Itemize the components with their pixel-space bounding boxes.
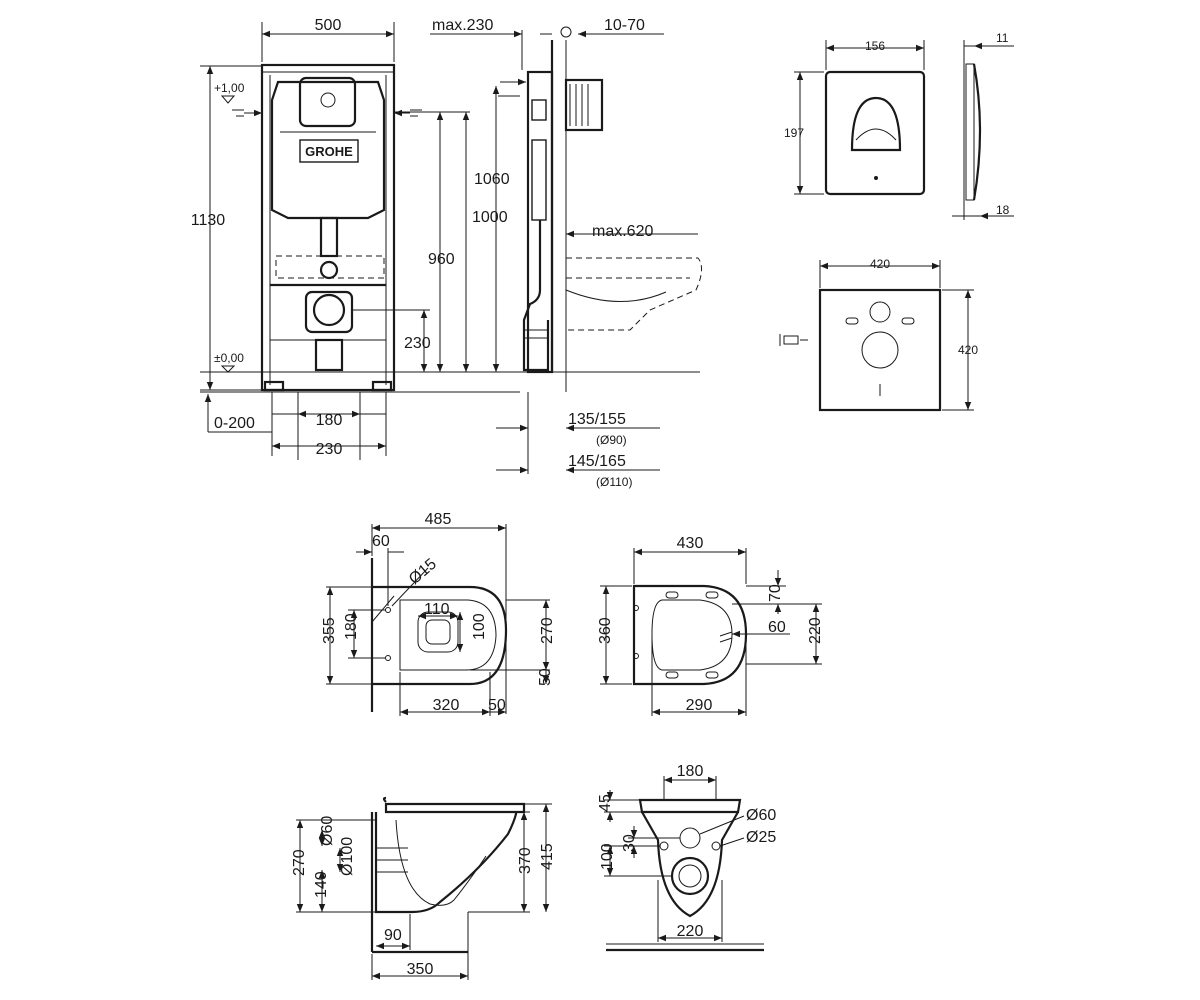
dim-seat-70: 70 — [767, 584, 784, 602]
mount-plate-view: 420 420 — [779, 257, 978, 412]
dim-seat-length: 430 — [677, 535, 704, 552]
dim-back-45: 45 — [597, 794, 614, 812]
dim-back-30: 30 — [621, 834, 638, 852]
dim-mount-height: 420 — [958, 343, 978, 357]
dim-bowl-length: 485 — [425, 511, 452, 528]
seat-outline — [632, 584, 748, 686]
dim-230-height: 230 — [404, 335, 431, 352]
pipe-110: (Ø110) — [596, 475, 632, 489]
dim-1060: 1060 — [474, 171, 510, 188]
seat-side — [384, 802, 526, 814]
frame-outline — [260, 63, 396, 392]
dim-bowl-270: 270 — [539, 617, 556, 644]
dim-seat-290: 290 — [686, 697, 713, 714]
dim-plate-depth-bottom: 18 — [996, 203, 1010, 217]
flush-plate — [824, 70, 926, 196]
dim-mount-width: 420 — [870, 257, 890, 271]
dim-side-90: 90 — [384, 927, 402, 944]
dim-total-height: 1130 — [191, 212, 226, 229]
level-top: +1,00 — [214, 81, 245, 95]
dim-range-10-70: 10-70 — [604, 17, 645, 34]
dim-frame-width: 500 — [315, 17, 342, 34]
dim-side-370: 370 — [517, 847, 534, 874]
dim-960: 960 — [428, 251, 455, 268]
brand-logo: GROHE — [305, 144, 353, 159]
bowl-side-view: 270 Ø60 140 Ø100 370 415 90 350 — [291, 796, 556, 980]
dim-seat-60: 60 — [768, 619, 786, 636]
front-view: GROHE 500 1130 +1,00 ±0,00 — [191, 17, 520, 460]
dim-back-d25: Ø25 — [746, 829, 776, 846]
dim-adjust-0-200: 0-200 — [214, 415, 255, 432]
dim-bowl-60: 60 — [372, 533, 390, 550]
side-view: max.230 10-70 1060 max.620 135/155 (Ø90)… — [430, 17, 702, 489]
dim-side-d60: Ø60 — [319, 816, 336, 846]
dim-side-d100: Ø100 — [339, 837, 356, 876]
dim-hole-spacing-180: 180 — [343, 613, 360, 640]
dim-bowl-50-bottom: 50 — [488, 697, 506, 714]
dim-max-230: max.230 — [432, 17, 493, 34]
dim-135-155: 135/155 — [568, 411, 626, 428]
dim-1000: 1000 — [472, 209, 508, 226]
mount-plate — [818, 288, 942, 412]
dim-plate-height: 197 — [784, 126, 804, 140]
dim-back-220: 220 — [677, 923, 704, 940]
dim-bowl-50-right: 50 — [537, 668, 554, 686]
dim-max-620: max.620 — [592, 223, 653, 240]
dim-back-100: 100 — [599, 843, 616, 870]
dim-side-415: 415 — [539, 843, 556, 870]
dim-plate-width: 156 — [865, 39, 885, 53]
dim-230-width: 230 — [316, 441, 343, 458]
dim-bowl-320: 320 — [433, 697, 460, 714]
bowl-top-view: 485 60 Ø15 110 100 180 355 270 50 — [321, 511, 556, 716]
level-zero: ±0,00 — [214, 351, 244, 365]
bowl-back-view: 180 45 Ø60 Ø25 30 100 220 — [597, 763, 776, 952]
dim-180-width: 180 — [316, 412, 343, 429]
bowl-back-outline — [641, 811, 739, 918]
brand-badge — [299, 139, 359, 163]
flush-plate-view: 156 197 11 18 — [784, 31, 1014, 220]
dim-side-270: 270 — [291, 849, 308, 876]
dim-145-165: 145/165 — [568, 453, 626, 470]
dim-side-350: 350 — [407, 961, 434, 978]
dim-plate-depth-top: 11 — [996, 31, 1009, 45]
seat-back — [638, 798, 742, 814]
dim-back-180: 180 — [677, 763, 704, 780]
bowl-side-outline — [374, 812, 518, 914]
dim-side-140: 140 — [313, 871, 330, 898]
dim-outlet-100: 100 — [471, 613, 488, 640]
dim-hole-d15: Ø15 — [406, 556, 440, 589]
cistern — [270, 80, 386, 220]
dim-outlet-110: 110 — [424, 601, 450, 618]
pipe-90: (Ø90) — [596, 433, 627, 447]
dim-seat-360: 360 — [597, 617, 614, 644]
dim-bowl-355: 355 — [321, 617, 338, 644]
seat-top-view: 430 70 60 220 360 290 — [597, 535, 824, 716]
dim-seat-220: 220 — [807, 617, 824, 644]
flush-button — [850, 96, 902, 152]
dim-back-d60: Ø60 — [746, 807, 776, 824]
